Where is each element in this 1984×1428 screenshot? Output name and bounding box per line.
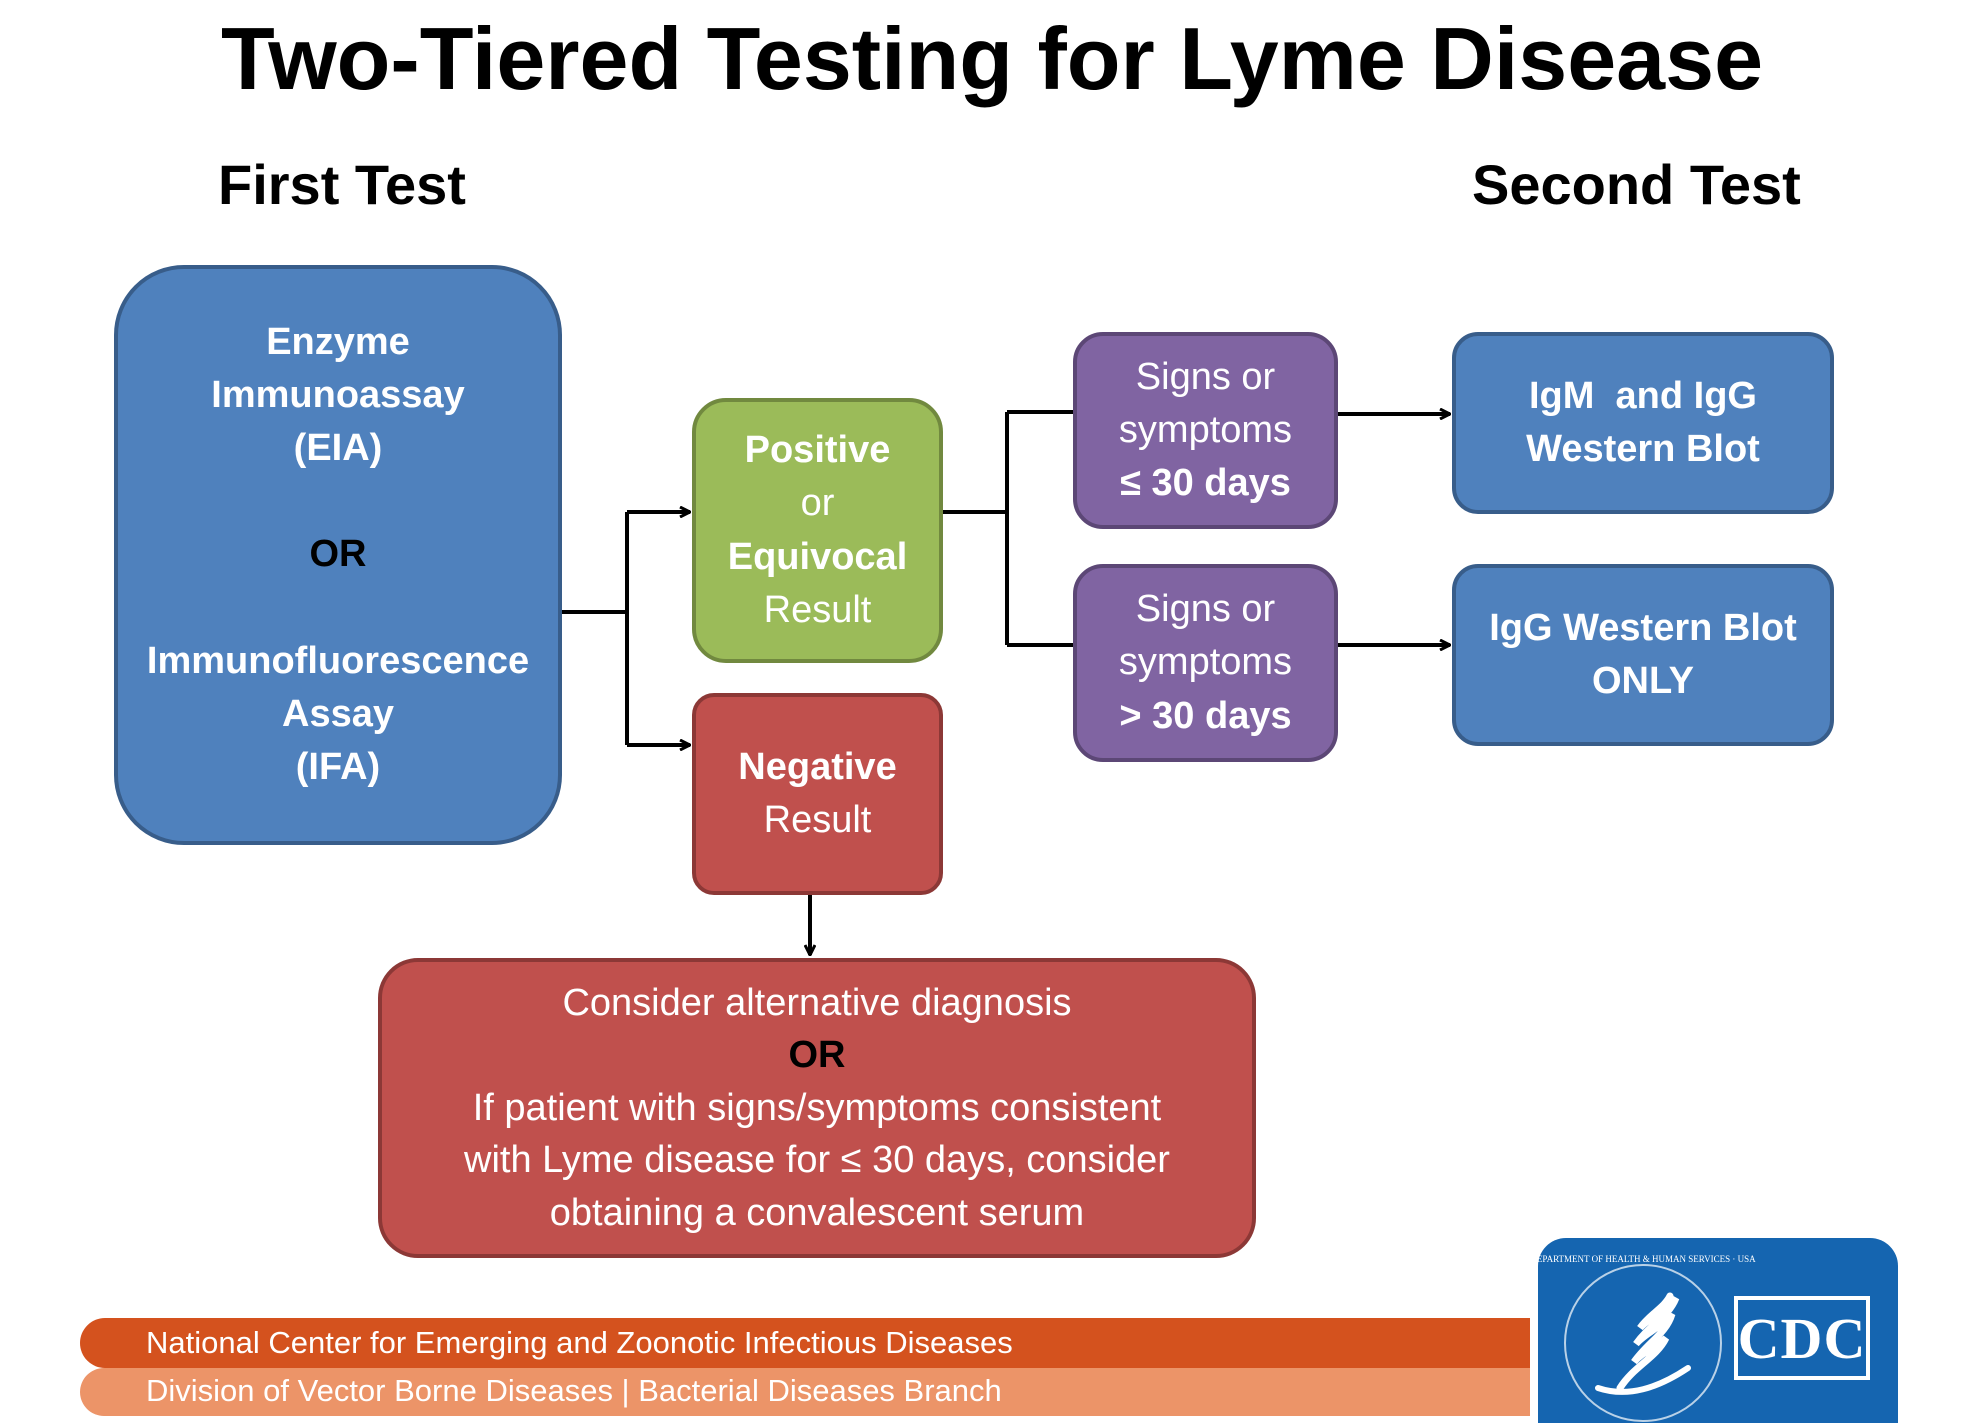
- signs-short-line1: Signs or: [1135, 355, 1276, 398]
- second-test-header: Second Test: [1472, 153, 1801, 216]
- igg-line1: IgG Western Blot: [1489, 606, 1797, 649]
- first-test-line5: Assay: [282, 692, 394, 735]
- alternative-line1: Consider alternative diagnosis: [562, 981, 1072, 1024]
- first-test-header: First Test: [218, 153, 466, 216]
- igg-western-blot-box: IgG Western Blot ONLY: [1452, 564, 1834, 746]
- positive-line4: Result: [763, 588, 872, 631]
- igg-line2: ONLY: [1591, 660, 1695, 702]
- igm-igg-line1: IgM and IgG: [1529, 374, 1757, 417]
- signs-short-line3: ≤ 30 days: [1120, 462, 1291, 505]
- alternative-or: OR: [788, 1034, 846, 1077]
- first-test-line3: (EIA): [293, 427, 383, 470]
- signs-long-line1: Signs or: [1135, 588, 1276, 631]
- signs-long-box: Signs or symptoms > 30 days: [1073, 564, 1338, 762]
- negative-box: Negative Result: [692, 693, 943, 895]
- negative-line2: Result: [763, 799, 872, 841]
- first-test-line4: Immunofluorescence: [146, 639, 530, 682]
- negative-line1: Negative: [738, 745, 897, 788]
- footer-banner-division: Division of Vector Borne Diseases | Bact…: [80, 1368, 1530, 1416]
- signs-long-line3: > 30 days: [1119, 694, 1292, 737]
- positive-line1: Positive: [744, 429, 891, 472]
- cdc-hhs-logo: DEPARTMENT OF HEALTH & HUMAN SERVICES · …: [1530, 1238, 1898, 1423]
- first-test-line6: (IFA): [295, 745, 381, 788]
- hhs-seal-text: DEPARTMENT OF HEALTH & HUMAN SERVICES · …: [1538, 1254, 1756, 1264]
- footer-banner-ncezid: National Center for Emerging and Zoonoti…: [80, 1318, 1530, 1368]
- positive-equivocal-box: Positive or Equivocal Result: [692, 398, 943, 663]
- signs-short-box: Signs or symptoms ≤ 30 days: [1073, 332, 1338, 529]
- alternative-line2: If patient with signs/symptoms consisten…: [472, 1086, 1162, 1129]
- signs-long-line2: symptoms: [1118, 641, 1293, 684]
- first-test-line1: Enzyme: [266, 320, 410, 363]
- igm-igg-western-blot-box: IgM and IgG Western Blot: [1452, 332, 1834, 514]
- cdc-logo-text: CDC: [1737, 1305, 1867, 1371]
- first-test-line2: Immunoassay: [211, 374, 465, 417]
- first-test-box: Enzyme Immunoassay (EIA) OR Immunofluore…: [114, 265, 562, 845]
- alternative-line3: with Lyme disease for ≤ 30 days, conside…: [464, 1139, 1170, 1182]
- alternative-line4: obtaining a convalescent serum: [549, 1191, 1085, 1234]
- alternative-diagnosis-box: Consider alternative diagnosis OR If pat…: [378, 958, 1256, 1258]
- signs-short-line2: symptoms: [1118, 408, 1293, 451]
- positive-line3: Equivocal: [727, 535, 908, 578]
- cdc-logo-mark: CDC: [1734, 1296, 1870, 1380]
- first-test-or: OR: [309, 533, 367, 576]
- page-title: Two-Tiered Testing for Lyme Disease: [220, 9, 1764, 108]
- igm-igg-line2: Western Blot: [1526, 428, 1760, 470]
- positive-line2: or: [800, 482, 835, 525]
